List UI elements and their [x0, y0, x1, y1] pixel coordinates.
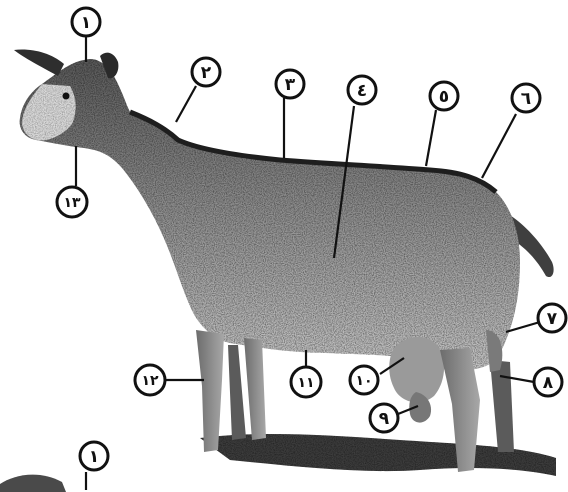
callout-1-second-text: ١: [89, 447, 99, 467]
callout-5-text: ٥: [439, 87, 449, 107]
callout-13-text: ١٣: [63, 195, 81, 211]
callout-9: ٩: [370, 404, 398, 432]
callout-13: ١٣: [57, 187, 87, 217]
callout-6-text: ٦: [521, 89, 531, 109]
callout-1: ١: [72, 8, 100, 36]
callout-5: ٥: [430, 82, 458, 110]
callout-8-text: ٨: [543, 373, 554, 393]
callout-12: ١٢: [135, 365, 165, 395]
eye: [63, 93, 70, 100]
callout-3: ٣: [276, 70, 304, 98]
callout-8: ٨: [534, 368, 562, 396]
callout-11-text: ١١: [297, 375, 314, 391]
callout-2: ٢: [192, 58, 220, 86]
horn: [14, 50, 64, 76]
callout-3-text: ٣: [285, 75, 296, 95]
callout-7: ٧: [538, 304, 566, 332]
callout-9-text: ٩: [379, 409, 390, 429]
callout-1-text: ١: [81, 13, 91, 33]
callout-2-text: ٢: [201, 63, 212, 83]
near-front-leg: [196, 330, 224, 452]
callout-11: ١١: [291, 367, 321, 397]
near-front-leg-2: [244, 338, 266, 440]
far-front-leg: [228, 345, 246, 440]
callout-12-text: ١٢: [141, 373, 159, 389]
callout-6: ٦: [512, 84, 540, 112]
callout-7-text: ٧: [547, 309, 558, 329]
callout-4-text: ٤: [357, 81, 367, 101]
callout-10: ١٠: [350, 366, 378, 394]
callout-4: ٤: [348, 76, 376, 104]
far-hind-leg: [490, 360, 514, 452]
callout-10-text: ١٠: [355, 373, 372, 389]
callout-1-second: ١: [80, 442, 108, 470]
